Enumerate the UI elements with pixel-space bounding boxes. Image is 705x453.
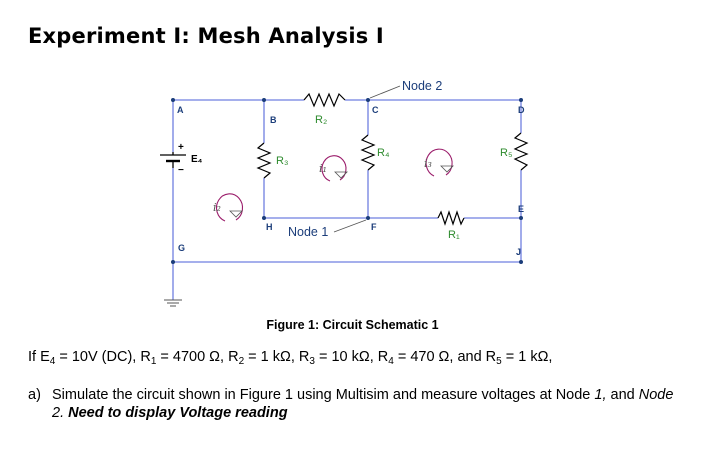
question-node1: 1, [594, 387, 607, 403]
given-sub: 3 [309, 356, 315, 367]
junction-c [366, 98, 370, 102]
ground-icon [164, 299, 182, 307]
resistor-r3 [256, 142, 272, 179]
point-label-j: J [516, 247, 521, 257]
source-minus: − [178, 165, 184, 176]
question-a: a) Simulate the circuit shown in Figure … [28, 386, 678, 422]
question-text: Simulate the circuit shown in Figure 1 u… [52, 387, 595, 403]
point-label-f: F [371, 222, 377, 232]
given-values: If E4 = 10V (DC), R1 = 4700 Ω, R2 = 1 kΩ… [28, 349, 552, 367]
mesh-loop-i3 [425, 148, 454, 177]
mesh-current-i1: i₁ [319, 162, 327, 175]
point-label-e: E [518, 204, 524, 214]
junction-b [262, 98, 266, 102]
given-sub: 2 [238, 356, 245, 367]
resistor-r3-label: R₃ [276, 155, 288, 167]
voltage-source-e4 [160, 152, 186, 168]
circuit-schematic: + − E₄ R₂ R₃ R₄ R₅ R₁ A B C D E F G H J [160, 79, 529, 307]
junction-dots [171, 98, 523, 264]
question-node2: Node 2. [52, 387, 674, 421]
point-label-d: D [518, 105, 525, 115]
given-text: = 10 kΩ, R [314, 349, 389, 365]
resistor-r1-label: R₁ [448, 229, 460, 241]
given-sub: 1 [150, 356, 157, 367]
question-text: and [606, 387, 639, 403]
resistor-r1 [437, 210, 465, 226]
question-emphasis: Need to display Voltage reading [64, 405, 288, 421]
junction-e [519, 216, 523, 220]
resistor-r4 [360, 134, 376, 171]
point-label-h: H [266, 222, 273, 232]
junction-a [171, 98, 175, 102]
junction-h [262, 216, 266, 220]
junction-f [366, 216, 370, 220]
given-text: = 470 Ω, and R [393, 349, 497, 365]
junction-d [519, 98, 523, 102]
given-text: If E [28, 349, 50, 365]
given-sub: 5 [496, 356, 502, 367]
point-label-b: B [270, 115, 277, 125]
question-body: Simulate the circuit shown in Figure 1 u… [52, 386, 678, 422]
mesh-loop-i1 [321, 155, 348, 182]
mesh-loop-i2 [216, 193, 244, 222]
junction-j [519, 260, 523, 264]
node1-label: Node 1 [288, 225, 328, 239]
point-label-g: G [178, 243, 185, 253]
node2-label: Node 2 [402, 79, 442, 93]
resistor-r5 [513, 132, 529, 171]
given-sub: 4 [388, 356, 394, 367]
point-label-c: C [372, 105, 379, 115]
given-sub: 4 [49, 356, 56, 367]
resistor-r5-label: R₅ [500, 147, 512, 159]
page-title: Experiment I: Mesh Analysis I [28, 24, 384, 48]
resistor-r2 [303, 92, 346, 108]
node1-leader [333, 219, 367, 233]
junction-g [171, 260, 175, 264]
source-plus: + [178, 142, 184, 153]
given-text: = 4700 Ω, R [156, 349, 239, 365]
figure-caption: Figure 1: Circuit Schematic 1 [266, 318, 439, 332]
point-label-a: A [177, 105, 184, 115]
given-text: = 1 kΩ, [501, 349, 553, 365]
given-text: = 10V (DC), R [55, 349, 151, 365]
mesh-current-i3: i₃ [424, 157, 432, 170]
resistor-r2-label: R₂ [315, 114, 327, 126]
question-letter: a) [28, 387, 41, 403]
source-label: E₄ [191, 154, 203, 165]
mesh-current-i2: i₂ [213, 201, 221, 214]
given-text: = 1 kΩ, R [244, 349, 310, 365]
circuit-wires [172, 99, 522, 300]
node2-leader [369, 85, 401, 99]
resistor-r4-label: R₄ [377, 147, 390, 159]
